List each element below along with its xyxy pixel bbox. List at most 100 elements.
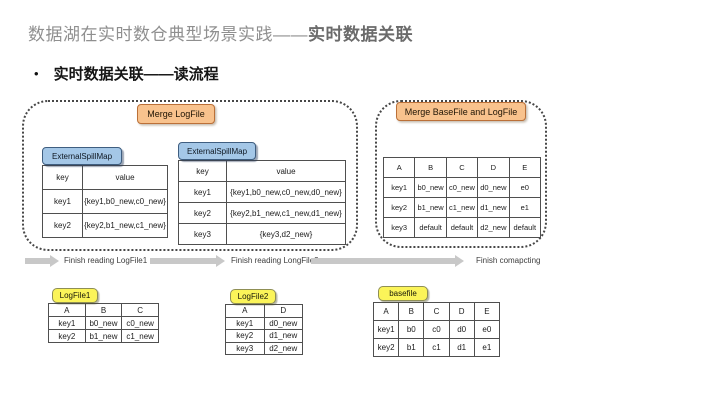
- column-header: D: [448, 302, 475, 321]
- external-spillmap-tab-1: ExternalSpillMap: [42, 147, 122, 165]
- basefile-tab: basefile: [378, 286, 428, 301]
- slide-title-topic: 实时数据关联: [308, 25, 413, 44]
- table-cell: b1_new: [84, 329, 123, 343]
- table-cell: key1: [372, 320, 400, 339]
- column-header: C: [445, 157, 479, 178]
- bullet-icon: •: [34, 66, 39, 81]
- timeline-step-1: Finish reading LogFile1: [64, 256, 148, 265]
- table-row: key3{key3,d2_new}: [178, 223, 346, 245]
- slide-title-context: 数据湖在实时数仓典型场景实践——: [28, 25, 308, 44]
- table-cell: b0_new: [84, 316, 123, 330]
- slide-subtitle-text: 实时数据关联——读流程: [53, 66, 219, 83]
- timeline-arrow-3: [311, 254, 464, 267]
- arrow-head-icon: [455, 254, 464, 267]
- table-cell: c0_new: [445, 177, 479, 198]
- table-cell: key1: [42, 189, 83, 214]
- merge-basefile-stage: [375, 100, 547, 248]
- table-cell: key2: [382, 197, 416, 218]
- column-header: value: [82, 165, 168, 190]
- table-cell: d1_new: [477, 197, 510, 218]
- column-header: A: [382, 157, 416, 178]
- table-cell: {key2,b1_new,c1_new}: [82, 213, 168, 238]
- column-header: B: [398, 302, 425, 321]
- column-header: A: [48, 303, 86, 317]
- table-cell: key1: [225, 316, 265, 330]
- table-cell: default: [508, 217, 542, 238]
- table-cell: key3: [382, 217, 416, 238]
- table-cell: key2: [48, 329, 86, 343]
- table-cell: key1: [178, 181, 227, 203]
- table-cell: d2_new: [263, 341, 303, 355]
- table-cell: {key3,d2_new}: [226, 223, 346, 245]
- timeline-step-3: Finish comapcting: [476, 256, 541, 265]
- arrow-shaft: [311, 257, 455, 264]
- table-cell: e1: [508, 197, 542, 218]
- table-cell: key2: [225, 329, 265, 343]
- table-cell: key3: [225, 341, 265, 355]
- logfile1-tab: LogFile1: [52, 288, 98, 303]
- table-cell: d1_new: [263, 329, 303, 343]
- table-cell: d0_new: [477, 177, 510, 198]
- table-cell: b1: [398, 338, 425, 357]
- table-cell: d2_new: [477, 217, 510, 238]
- table-cell: default: [445, 217, 479, 238]
- merge-basefile-logfile-label: Merge BaseFile and LogFile: [396, 102, 526, 121]
- table-cell: key2: [178, 202, 227, 224]
- table-cell: key2: [42, 213, 83, 238]
- table-cell: c1_new: [121, 329, 159, 343]
- table-cell: default: [414, 217, 447, 238]
- table-cell: c1: [423, 338, 450, 357]
- column-header: B: [414, 157, 447, 178]
- column-header: E: [508, 157, 542, 178]
- slide-title: 数据湖在实时数仓典型场景实践——实时数据关联: [28, 20, 413, 45]
- table-cell: d0_new: [263, 316, 303, 330]
- table-cell: c0_new: [121, 316, 159, 330]
- table-cell: {key1,b0_new,c0_new,d0_new}: [226, 181, 346, 203]
- table-cell: key2: [372, 338, 400, 357]
- table-cell: {key1,b0_new,c0_new}: [82, 189, 168, 214]
- column-header: key: [42, 165, 83, 190]
- column-header: A: [372, 302, 400, 321]
- timeline-arrow-1: [25, 254, 59, 267]
- table-cell: e0: [473, 320, 501, 339]
- external-spillmap-tab-2: ExternalSpillMap: [178, 142, 256, 160]
- merge-logfile-label: Merge LogFile: [137, 104, 215, 124]
- table-cell: c1_new: [445, 197, 479, 218]
- column-header: D: [477, 157, 510, 178]
- table-cell: d1: [448, 338, 475, 357]
- table-cell: e1: [473, 338, 501, 357]
- table-row: key1{key1,b0_new,c0_new,d0_new}: [178, 181, 346, 203]
- slide-subtitle: • 实时数据关联——读流程: [34, 63, 219, 84]
- table-cell: key1: [48, 316, 86, 330]
- table-row: key2{key2,b1_new,c1_new,d1_new}: [178, 202, 346, 224]
- timeline-arrow-2: [150, 254, 225, 267]
- table-cell: b0_new: [414, 177, 447, 198]
- arrow-shaft: [25, 257, 50, 264]
- column-header: A: [225, 304, 265, 318]
- table-row: key1{key1,b0_new,c0_new}: [42, 189, 168, 214]
- table-cell: b0: [398, 320, 425, 339]
- arrow-head-icon: [50, 254, 59, 267]
- column-header: B: [84, 303, 123, 317]
